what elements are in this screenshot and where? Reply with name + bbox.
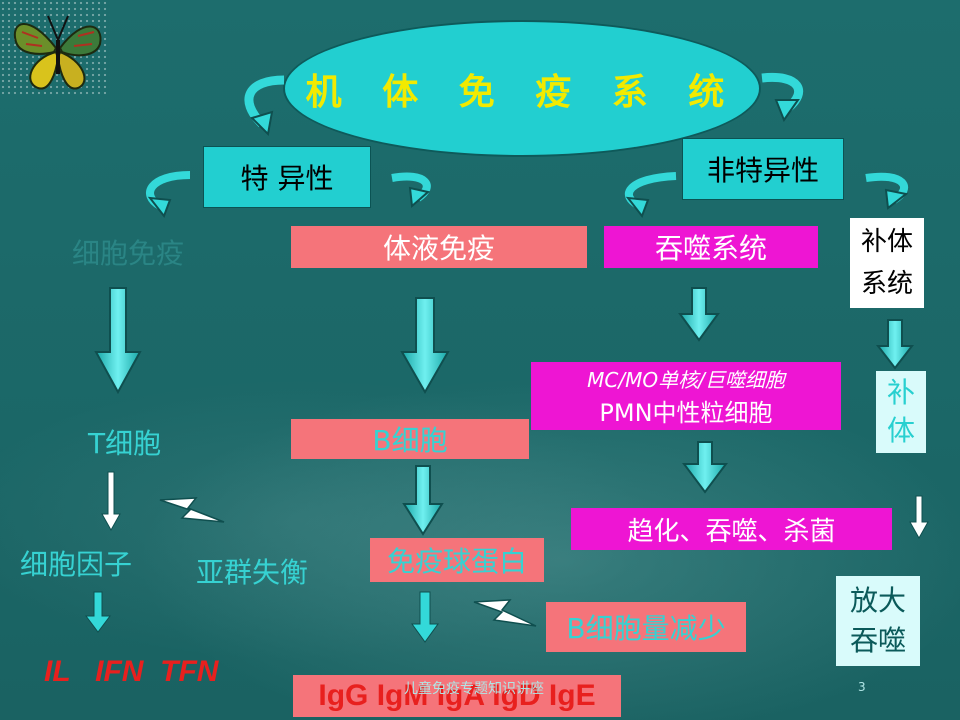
complement-system-line1: 补体: [860, 227, 913, 257]
amplify-line1: 放大: [849, 584, 906, 617]
page-number: 3: [858, 680, 866, 694]
butterfly-icon: [13, 15, 102, 90]
curved-arrow-nonspecific-right: [865, 172, 909, 210]
phagocytic-system-box: 吞噬系统: [604, 226, 818, 268]
chemotaxis-label: 趋化、吞噬、杀菌: [627, 516, 836, 547]
thin-arrow-complement: [909, 495, 929, 540]
cellular-immunity-label: 细胞免疫: [72, 237, 185, 270]
mc-line2: PMN中性粒细胞: [599, 399, 773, 427]
phagocytic-label: 吞噬系统: [654, 232, 767, 265]
amplify-box: 放大 吞噬: [836, 576, 920, 666]
page-title: 机 体 免 疫 系 统: [305, 70, 739, 113]
specific-immunity-box: 特 异性: [203, 146, 371, 208]
b-cell-label: B细胞: [372, 424, 448, 457]
immunoglobulin-box: 免疫球蛋白: [370, 538, 544, 582]
down-arrow-mc: [682, 441, 728, 494]
curved-arrow-nonspecific-left: [625, 172, 677, 219]
curved-arrow-specific-left: [146, 171, 191, 219]
lightning-icon-subgroup: [159, 497, 225, 523]
nonspecific-immunity-box: 非特异性: [682, 138, 844, 200]
down-arrow-complement: [875, 319, 915, 370]
down-arrow-humoral: [400, 297, 450, 395]
subgroup-imbalance-label: 亚群失衡: [196, 556, 309, 589]
specific-label: 特 异性: [240, 162, 334, 195]
down-arrow-bcell: [402, 465, 444, 536]
b-cell-box: B细胞: [291, 419, 529, 459]
immunoglobulin-label: 免疫球蛋白: [386, 545, 527, 578]
down-arrow-phagocytic: [678, 287, 720, 342]
t-cell-label: T细胞: [88, 427, 162, 460]
complement-system-line2: 系统: [860, 269, 913, 299]
complement-line2: 体: [886, 414, 915, 447]
humoral-label: 体液免疫: [382, 232, 495, 265]
immune-system-ellipse: 机 体 免 疫 系 统: [283, 20, 761, 157]
ig-classes-label: IgG IgM IgA IgD IgE: [318, 679, 596, 712]
cytokine-types-label: IL IFN TFN: [44, 655, 219, 688]
footer-title: 儿童免疫专题知识讲座: [404, 681, 544, 697]
down-arrow-cellular: [94, 287, 142, 395]
complement-system-box: 补体 系统: [850, 218, 924, 308]
chemotaxis-box: 趋化、吞噬、杀菌: [571, 508, 892, 550]
complement-box: 补 体: [876, 371, 926, 453]
curved-arrow-right-top: [761, 72, 803, 123]
lightning-icon-bcell: [473, 599, 537, 627]
mc-line1: MC/MO单核/巨噬细胞: [587, 368, 785, 392]
curved-arrow-left-top: [244, 75, 285, 137]
curved-arrow-specific-right: [391, 172, 431, 209]
amplify-line2: 吞噬: [849, 624, 906, 657]
thin-arrow-tcell: [101, 471, 121, 532]
b-cell-decrease-label: B细胞量减少: [566, 612, 726, 645]
thin-arrow-immunoglobulin: [411, 591, 439, 643]
thin-arrow-cytokines: [85, 591, 111, 633]
complement-line1: 补: [886, 376, 915, 409]
cytokines-label: 细胞因子: [20, 548, 133, 581]
humoral-immunity-box: 体液免疫: [291, 226, 587, 268]
b-cell-decrease-box: B细胞量减少: [546, 602, 746, 652]
mc-pmn-box: MC/MO单核/巨噬细胞 PMN中性粒细胞: [531, 362, 841, 430]
ig-classes-box: IgG IgM IgA IgD IgE: [293, 675, 621, 717]
nonspecific-label: 非特异性: [706, 154, 819, 187]
